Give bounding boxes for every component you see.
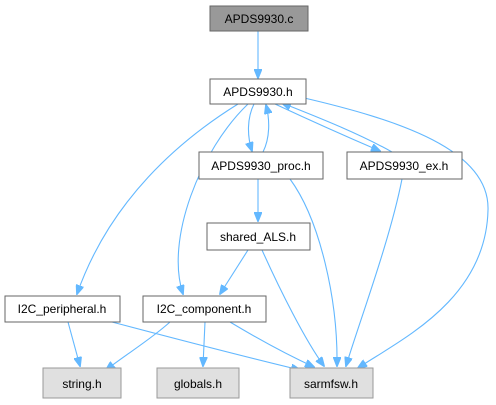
node-shared-als-h[interactable]: shared_ALS.h (206, 222, 311, 251)
node-label: sarmfsw.h (304, 377, 358, 391)
node-apds9930-c[interactable]: APDS9930.c (209, 5, 309, 32)
edge-i2c-peripheral-h-to-sarmfsw-h (111, 321, 300, 370)
node-label: APDS9930_ex.h (360, 159, 449, 173)
node-label: globals.h (174, 377, 222, 391)
node-apds9930-h[interactable]: APDS9930.h (209, 78, 307, 105)
node-i2c-component-h[interactable]: I2C_component.h (142, 295, 267, 323)
edge-ex-h-to-sarmfsw-h (346, 178, 403, 366)
edge-i2c-component-h-to-globals-h (203, 321, 205, 366)
edges (67, 31, 489, 370)
node-label: string.h (62, 377, 101, 391)
edge-proc-h-to-sarmfsw-h (289, 178, 337, 366)
edge-i2c-component-h-to-string-h (106, 321, 171, 370)
node-label: APDS9930_proc.h (211, 159, 310, 173)
edge-apds9930-h-to-ex-h (274, 103, 380, 151)
edge-ex-h-to-apds9930-h (282, 103, 393, 153)
node-apds9930-ex-h[interactable]: APDS9930_ex.h (346, 151, 463, 180)
node-apds9930-proc-h[interactable]: APDS9930_proc.h (198, 151, 324, 180)
node-sarmfsw-h[interactable]: sarmfsw.h (289, 367, 374, 399)
edge-proc-h-to-apds9930-h (262, 105, 269, 153)
nodes: APDS9930.c APDS9930.h APDS9930_proc.h AP… (4, 5, 463, 399)
edge-i2c-component-h-to-sarmfsw-h (229, 321, 314, 367)
edge-shared-als-h-to-i2c-component-h (220, 249, 249, 294)
node-string-h[interactable]: string.h (42, 367, 122, 399)
edge-shared-als-h-to-sarmfsw-h (261, 249, 324, 366)
edge-apds9930-h-to-i2c-peripheral-h (77, 103, 239, 294)
edge-apds9930-h-to-i2c-component-h (178, 103, 249, 294)
edge-i2c-peripheral-h-to-string-h (67, 321, 80, 366)
node-label: APDS9930.c (225, 12, 294, 26)
node-label: shared_ALS.h (220, 230, 296, 244)
edge-apds9930-h-to-sarmfsw-h (299, 96, 489, 368)
node-label: I2C_peripheral.h (18, 302, 107, 316)
edge-apds9930-h-to-proc-h (248, 103, 255, 151)
node-label: I2C_component.h (157, 302, 252, 316)
node-globals-h[interactable]: globals.h (156, 367, 240, 399)
node-i2c-peripheral-h[interactable]: I2C_peripheral.h (4, 295, 121, 323)
node-label: APDS9930.h (223, 85, 292, 99)
